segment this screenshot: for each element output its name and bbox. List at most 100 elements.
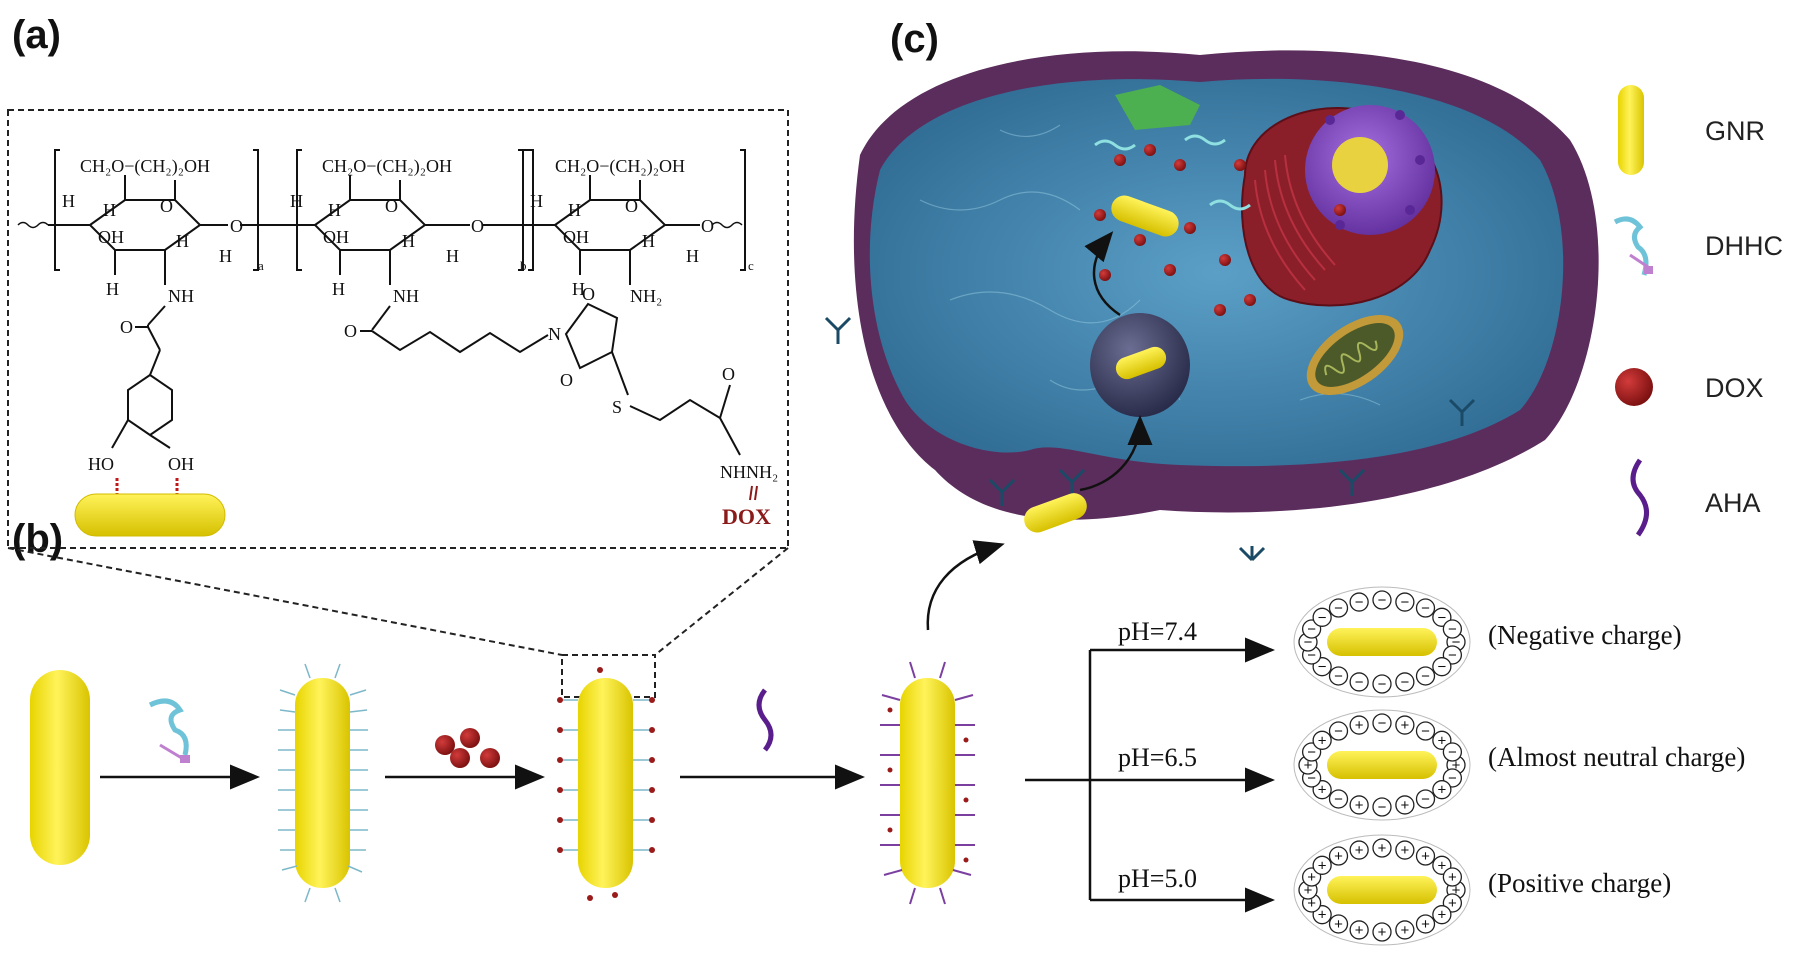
ring-h-2d: H [446,246,459,266]
charge-label-mixed: (Almost neutral charge) [1488,742,1745,772]
charge-sign: − [1448,744,1457,761]
charge-symbol [1372,797,1392,817]
released-gnr [1111,195,1179,237]
charge-label-positive: (Positive charge) [1488,868,1671,898]
charge-sign: − [1307,770,1316,787]
charge-symbol [1395,715,1415,735]
hydrazide-o: O [722,364,735,384]
charge-sign: + [1437,857,1446,874]
gnr-dhhc [278,663,368,903]
carbonyl-o-1: O [120,317,133,337]
charge-sign: − [1378,592,1387,609]
charge-symbol [1312,730,1332,750]
charge-symbol [1432,657,1452,677]
catechol-ho: HO [88,454,114,474]
charge-symbol [1395,672,1415,692]
ring-h-2a: H [290,191,303,211]
ring-o-1: O [160,196,173,216]
membrane-bound-gnr [1024,493,1087,533]
charge-sign: − [1378,799,1387,816]
ring-h-1d: H [219,246,232,266]
charge-symbol [1395,795,1415,815]
charge-symbol [1395,840,1415,860]
charge-sign: + [1318,857,1327,874]
assembly-sequence: pH=7.4 pH=6.5 pH=5.0 −−−−−−−−−−−−−−−−−−−… [30,540,1745,946]
charge-sign: − [1334,600,1343,617]
membrane-receptors [824,316,1476,562]
charge-symbol [1328,789,1349,809]
charge-sign: − [1307,621,1316,638]
ring-h-1c: H [176,231,189,251]
carbonyl-o-2: O [344,321,357,341]
charge-symbol [1349,840,1369,860]
ring-oh-3: OH [563,227,589,247]
legend-label-dox: DOX [1705,373,1764,403]
ph-label-1: pH=7.4 [1118,617,1197,646]
charge-sign: + [1318,782,1327,799]
golgi-fragment [1115,85,1200,130]
ph-label-2: pH=6.5 [1118,743,1197,772]
subscript-c: c [748,258,754,273]
charge-sign: + [1437,732,1446,749]
glycosidic-o-1: O [230,216,243,236]
dox-reagent-cluster [435,728,500,768]
charge-sign: − [1355,594,1364,611]
charge-symbol [1415,914,1436,934]
subscript-a: a [258,258,264,273]
ring-h-3a: H [530,191,543,211]
charge-symbol [1349,715,1369,735]
charge-sign: − [1421,723,1430,740]
ring-h-2e: H [332,279,345,299]
charge-sign: + [1452,757,1461,774]
legend-label-dhhc: DHHC [1705,231,1783,261]
nh-label-1: NH [168,286,194,306]
dox-sphere-icon [1615,368,1653,406]
charge-sign: + [1448,895,1457,912]
legend-label-aha: AHA [1705,488,1761,518]
charge-symbol [1372,590,1392,610]
charge-sign: − [1400,594,1409,611]
glycosidic-o-2: O [471,216,484,236]
ring-h-3e: H [572,279,585,299]
charge-symbol [1415,666,1436,686]
charge-sign: − [1437,609,1446,626]
dox-conjugate-label: DOX [722,504,771,529]
charge-symbol [1372,838,1392,858]
charge-symbol [1349,795,1369,815]
charge-sign: + [1437,907,1446,924]
gnr-anchor [74,493,226,537]
panel-label-a: (a) [12,13,61,57]
charge-sign: − [1355,674,1364,691]
hydrazide-nhnh2: NHNH₂ [720,462,778,482]
charge-symbol [1372,922,1392,942]
charge-symbol [1415,598,1436,618]
charge-sign: + [1400,717,1409,734]
endosome-gnr [1115,346,1167,380]
released-dhhc [1094,134,1251,211]
released-dox [1094,144,1346,316]
aha-strand-icon [1630,458,1649,537]
ring-h-3c: H [642,231,655,251]
charge-symbol [1312,607,1332,627]
ring-o-2: O [385,196,398,216]
charge-sign: + [1304,882,1313,899]
charge-sign: + [1421,916,1430,933]
charge-sign: − [1378,676,1387,693]
charge-sign: + [1318,907,1327,924]
charge-sign: + [1378,840,1387,857]
charge-sign: − [1318,609,1327,626]
aha-reagent-icon [756,688,774,752]
charge-sign: − [1307,744,1316,761]
legend-label-gnr: GNR [1705,116,1765,146]
charge-sign: + [1437,782,1446,799]
gnr-dhhc-dox [557,667,655,901]
particle-negative: −−−−−−−−−−−−−−−−−−−− [1293,586,1471,698]
charge-sign: + [1334,848,1343,865]
charge-sign: − [1307,647,1316,664]
charge-symbol [1372,674,1392,694]
charge-symbol [1328,666,1349,686]
charge-symbol [1328,721,1349,741]
charge-sign: + [1318,732,1327,749]
mitochondrion [1306,315,1404,395]
charge-sign: + [1421,848,1430,865]
